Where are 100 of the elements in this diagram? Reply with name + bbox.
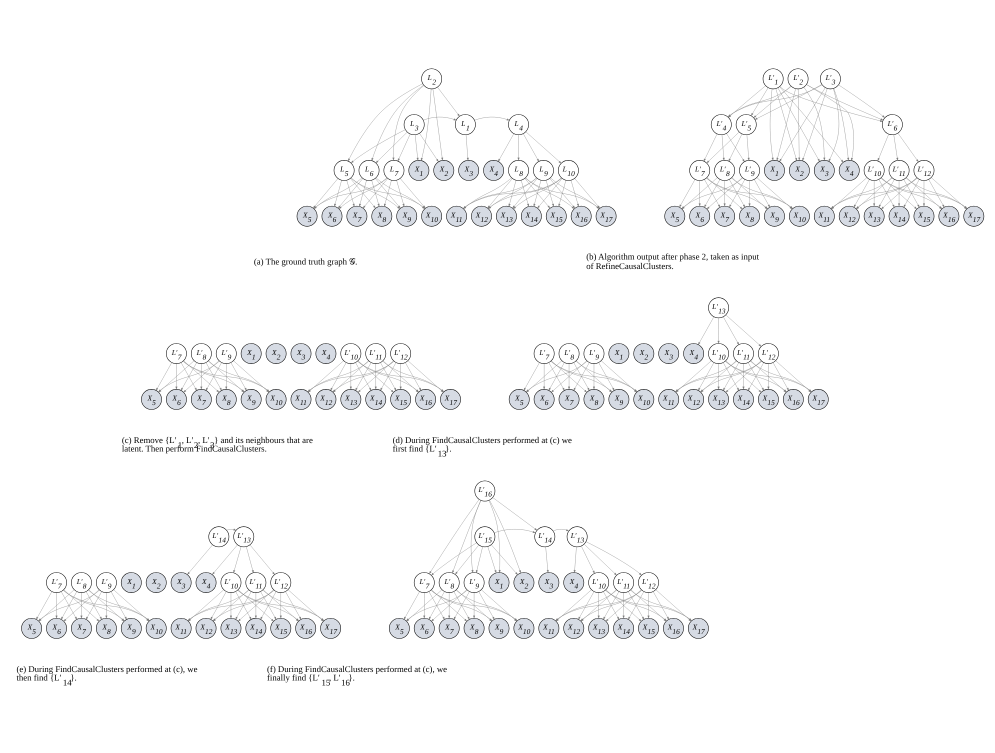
arrow bbox=[431, 590, 467, 622]
arrow bbox=[432, 88, 444, 160]
arrow bbox=[581, 546, 595, 574]
arrow bbox=[359, 180, 367, 206]
arrow bbox=[834, 88, 850, 160]
arrow bbox=[828, 88, 840, 162]
arrow bbox=[706, 132, 740, 164]
arrow bbox=[476, 546, 483, 573]
arrow bbox=[898, 180, 900, 206]
arrow bbox=[36, 591, 52, 620]
arrow bbox=[474, 116, 510, 120]
arrow bbox=[376, 178, 425, 209]
arrow bbox=[473, 592, 476, 618]
arrow bbox=[260, 591, 276, 620]
arrow bbox=[428, 591, 445, 620]
arrow bbox=[748, 362, 764, 391]
arrow bbox=[524, 178, 550, 208]
arrow bbox=[375, 178, 401, 208]
arrow bbox=[384, 180, 392, 206]
arrow bbox=[512, 178, 538, 208]
arrow bbox=[894, 134, 898, 160]
arrow bbox=[455, 544, 479, 574]
arrow bbox=[376, 132, 408, 164]
arrow bbox=[751, 87, 768, 116]
arrow bbox=[526, 132, 562, 164]
label: (a) The ground truth graph 𝒢. bbox=[254, 256, 358, 266]
arrow bbox=[404, 591, 420, 620]
arrow bbox=[210, 591, 226, 620]
arrow bbox=[362, 178, 388, 208]
arrow bbox=[779, 86, 844, 162]
arrow bbox=[200, 364, 202, 390]
arrow bbox=[423, 116, 456, 120]
arrow bbox=[552, 529, 569, 532]
arrow bbox=[718, 318, 720, 344]
arrow bbox=[466, 134, 469, 160]
arrow bbox=[780, 86, 883, 122]
label: (b) Algorithm output after phase 2, taken as input of RefineCausalClusters. bbox=[586, 252, 760, 272]
arrow bbox=[873, 180, 876, 206]
arrow bbox=[396, 180, 404, 206]
arrow bbox=[355, 362, 372, 391]
arrow bbox=[513, 178, 562, 209]
arrow bbox=[448, 592, 450, 618]
arrow bbox=[338, 178, 363, 208]
arrow bbox=[498, 133, 514, 162]
arrow bbox=[429, 499, 480, 574]
arrow bbox=[704, 179, 720, 208]
arrow bbox=[648, 592, 650, 618]
arrow bbox=[574, 178, 600, 208]
arrow bbox=[494, 529, 536, 533]
arrow bbox=[491, 544, 518, 575]
arrow bbox=[878, 134, 889, 161]
arrow bbox=[551, 360, 587, 392]
arrow bbox=[603, 591, 620, 620]
arrow bbox=[698, 316, 714, 345]
arrow bbox=[358, 360, 394, 392]
arrow bbox=[400, 364, 402, 390]
arrow bbox=[225, 364, 228, 390]
arrow bbox=[230, 592, 232, 618]
arrow bbox=[454, 591, 470, 620]
arrow bbox=[414, 134, 419, 160]
arrow bbox=[521, 180, 529, 206]
arrow bbox=[175, 364, 178, 390]
arrow bbox=[706, 177, 742, 210]
arrow bbox=[488, 546, 496, 573]
arrow bbox=[437, 87, 460, 116]
arrow bbox=[537, 178, 562, 208]
arrow bbox=[806, 84, 884, 120]
arrow bbox=[574, 362, 590, 391]
arrow bbox=[180, 362, 197, 391]
arrow bbox=[698, 362, 714, 391]
arrow bbox=[558, 180, 566, 206]
arrow bbox=[754, 86, 791, 118]
arrow bbox=[489, 500, 521, 574]
arrow bbox=[488, 500, 501, 573]
arrow bbox=[606, 590, 642, 622]
arrow bbox=[250, 544, 275, 575]
arrow bbox=[534, 180, 542, 206]
arrow bbox=[86, 591, 102, 620]
arrow bbox=[726, 314, 762, 347]
arrow bbox=[338, 178, 388, 209]
arrow bbox=[419, 133, 438, 162]
arrow bbox=[550, 178, 575, 208]
arrow bbox=[184, 360, 220, 392]
arrow bbox=[598, 592, 600, 618]
arrow bbox=[420, 88, 432, 161]
arrow bbox=[543, 364, 546, 390]
arrow bbox=[235, 591, 252, 620]
arrow bbox=[488, 178, 562, 209]
arrow bbox=[374, 364, 377, 390]
arrow bbox=[280, 592, 282, 618]
arrow bbox=[568, 364, 570, 390]
arrow bbox=[754, 84, 822, 120]
arrow bbox=[798, 88, 800, 160]
arrow bbox=[56, 592, 58, 618]
arrow bbox=[105, 592, 108, 618]
arrow bbox=[492, 497, 538, 530]
arrow bbox=[928, 179, 944, 208]
arrow bbox=[898, 133, 919, 162]
arrow bbox=[330, 362, 346, 391]
arrow bbox=[726, 360, 762, 392]
